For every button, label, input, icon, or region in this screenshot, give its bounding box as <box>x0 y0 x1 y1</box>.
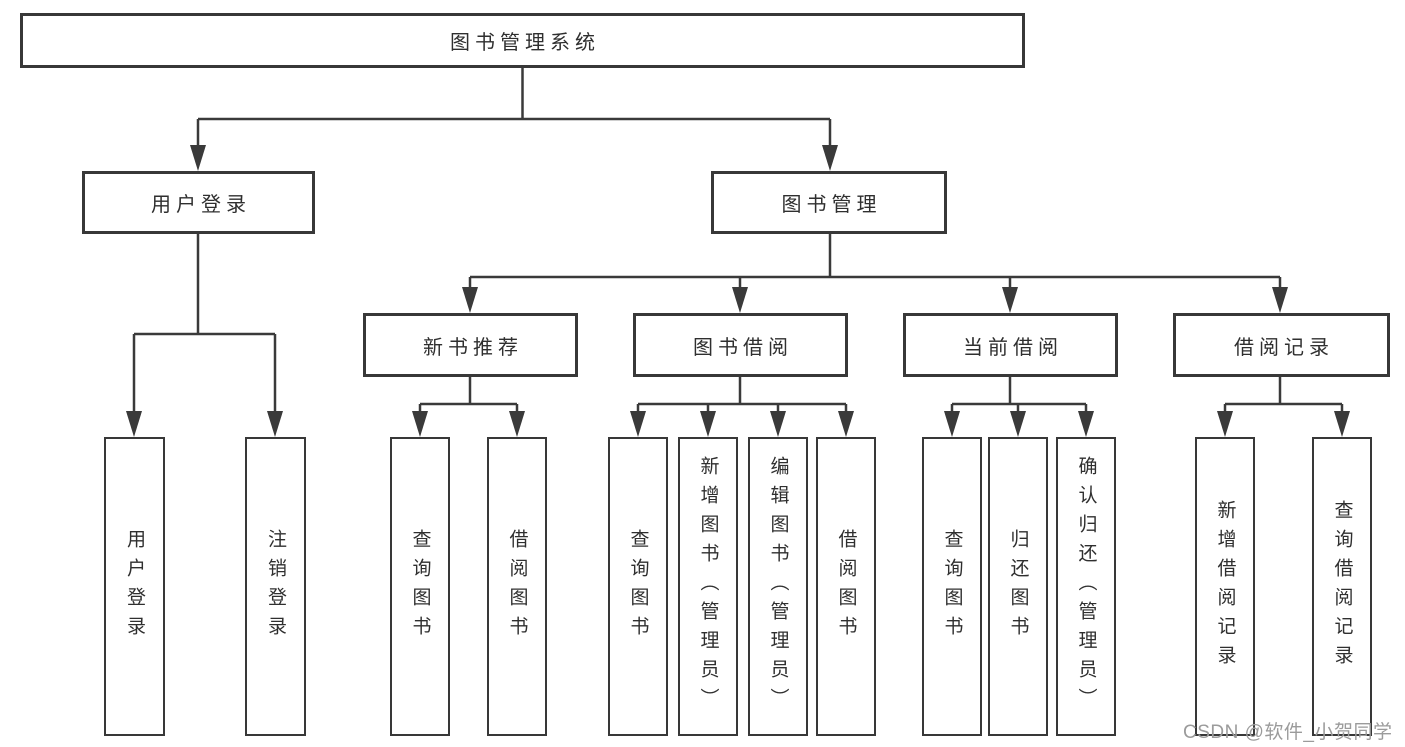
connector-current-to-leaves <box>950 377 1088 416</box>
connector-login-to-leaves <box>132 234 277 416</box>
arrow-icon <box>1002 287 1018 313</box>
connector-records-to-leaves <box>1223 377 1344 416</box>
leaf-return-book-label: 归还图书 <box>1007 528 1029 645</box>
arrow-icon <box>838 411 854 437</box>
leaf-recommend-borrow-book-label: 借阅图书 <box>506 528 528 645</box>
leaf-logout: 注销登录 <box>245 437 306 736</box>
arrow-icon <box>732 287 748 313</box>
leaf-confirm-return-admin: 确认归还（管理员） <box>1056 437 1116 736</box>
arrow-icon <box>509 411 525 437</box>
node-current-borrow-label: 当前借阅 <box>963 336 1063 359</box>
node-new-book-recommend-label: 新书推荐 <box>423 336 523 359</box>
leaf-add-book-admin: 新增图书（管理员） <box>678 437 738 736</box>
arrow-icon <box>1217 411 1233 437</box>
leaf-recommend-query-book: 查询图书 <box>390 437 450 736</box>
leaf-borrow-book-label: 借阅图书 <box>835 528 857 645</box>
node-book-management: 图书管理 <box>711 171 947 234</box>
leaf-user-login: 用户登录 <box>104 437 165 736</box>
leaf-add-borrow-record-label: 新增借阅记录 <box>1214 499 1236 674</box>
arrow-icon <box>630 411 646 437</box>
node-current-borrow: 当前借阅 <box>903 313 1118 377</box>
node-new-book-recommend: 新书推荐 <box>363 313 578 377</box>
leaf-add-borrow-record: 新增借阅记录 <box>1195 437 1255 736</box>
node-root-label: 图书管理系统 <box>450 32 600 54</box>
arrow-icon <box>1272 287 1288 313</box>
connector-management-to-level3 <box>468 234 1282 292</box>
arrow-icon <box>126 411 142 437</box>
arrow-icon <box>462 287 478 313</box>
arrow-icon <box>770 411 786 437</box>
leaf-logout-label: 注销登录 <box>265 528 286 645</box>
leaf-recommend-query-book-label: 查询图书 <box>409 528 431 645</box>
leaf-edit-book-admin: 编辑图书（管理员） <box>748 437 808 736</box>
arrow-icon <box>412 411 428 437</box>
arrow-icon <box>1334 411 1350 437</box>
leaf-user-login-label: 用户登录 <box>124 528 145 645</box>
leaf-recommend-borrow-book: 借阅图书 <box>487 437 547 736</box>
arrow-icon <box>944 411 960 437</box>
arrow-icon <box>1078 411 1094 437</box>
leaf-query-borrow-record-label: 查询借阅记录 <box>1331 499 1353 674</box>
leaf-current-query-book-label: 查询图书 <box>941 528 963 645</box>
leaf-add-book-admin-label: 新增图书（管理员） <box>697 456 719 717</box>
connector-recommend-to-leaves <box>418 377 519 416</box>
leaf-edit-book-admin-label: 编辑图书（管理员） <box>767 456 789 717</box>
watermark: CSDN @软件_小贺同学 <box>1183 722 1393 743</box>
connector-root-to-level2 <box>196 68 832 149</box>
connector-borrow-to-leaves <box>636 377 848 416</box>
leaf-query-borrow-record: 查询借阅记录 <box>1312 437 1372 736</box>
arrow-icon <box>267 411 283 437</box>
arrow-icon <box>1010 411 1026 437</box>
arrow-icon <box>190 145 206 171</box>
node-book-management-label: 图书管理 <box>781 194 882 216</box>
node-user-login-label: 用户登录 <box>151 194 251 216</box>
arrow-icon <box>822 145 838 171</box>
leaf-borrow-book: 借阅图书 <box>816 437 876 736</box>
leaf-confirm-return-admin-label: 确认归还（管理员） <box>1075 456 1097 717</box>
node-borrow-records: 借阅记录 <box>1173 313 1390 377</box>
node-borrow-records-label: 借阅记录 <box>1234 336 1334 359</box>
leaf-current-query-book: 查询图书 <box>922 437 982 736</box>
arrow-icon <box>700 411 716 437</box>
node-root: 图书管理系统 <box>20 13 1025 68</box>
leaf-return-book: 归还图书 <box>988 437 1048 736</box>
leaf-borrow-query-book-label: 查询图书 <box>627 528 649 645</box>
node-book-borrow-label: 图书借阅 <box>693 336 793 359</box>
leaf-borrow-query-book: 查询图书 <box>608 437 668 736</box>
node-user-login: 用户登录 <box>82 171 315 234</box>
arrowheads <box>126 145 1350 437</box>
node-book-borrow: 图书借阅 <box>633 313 848 377</box>
